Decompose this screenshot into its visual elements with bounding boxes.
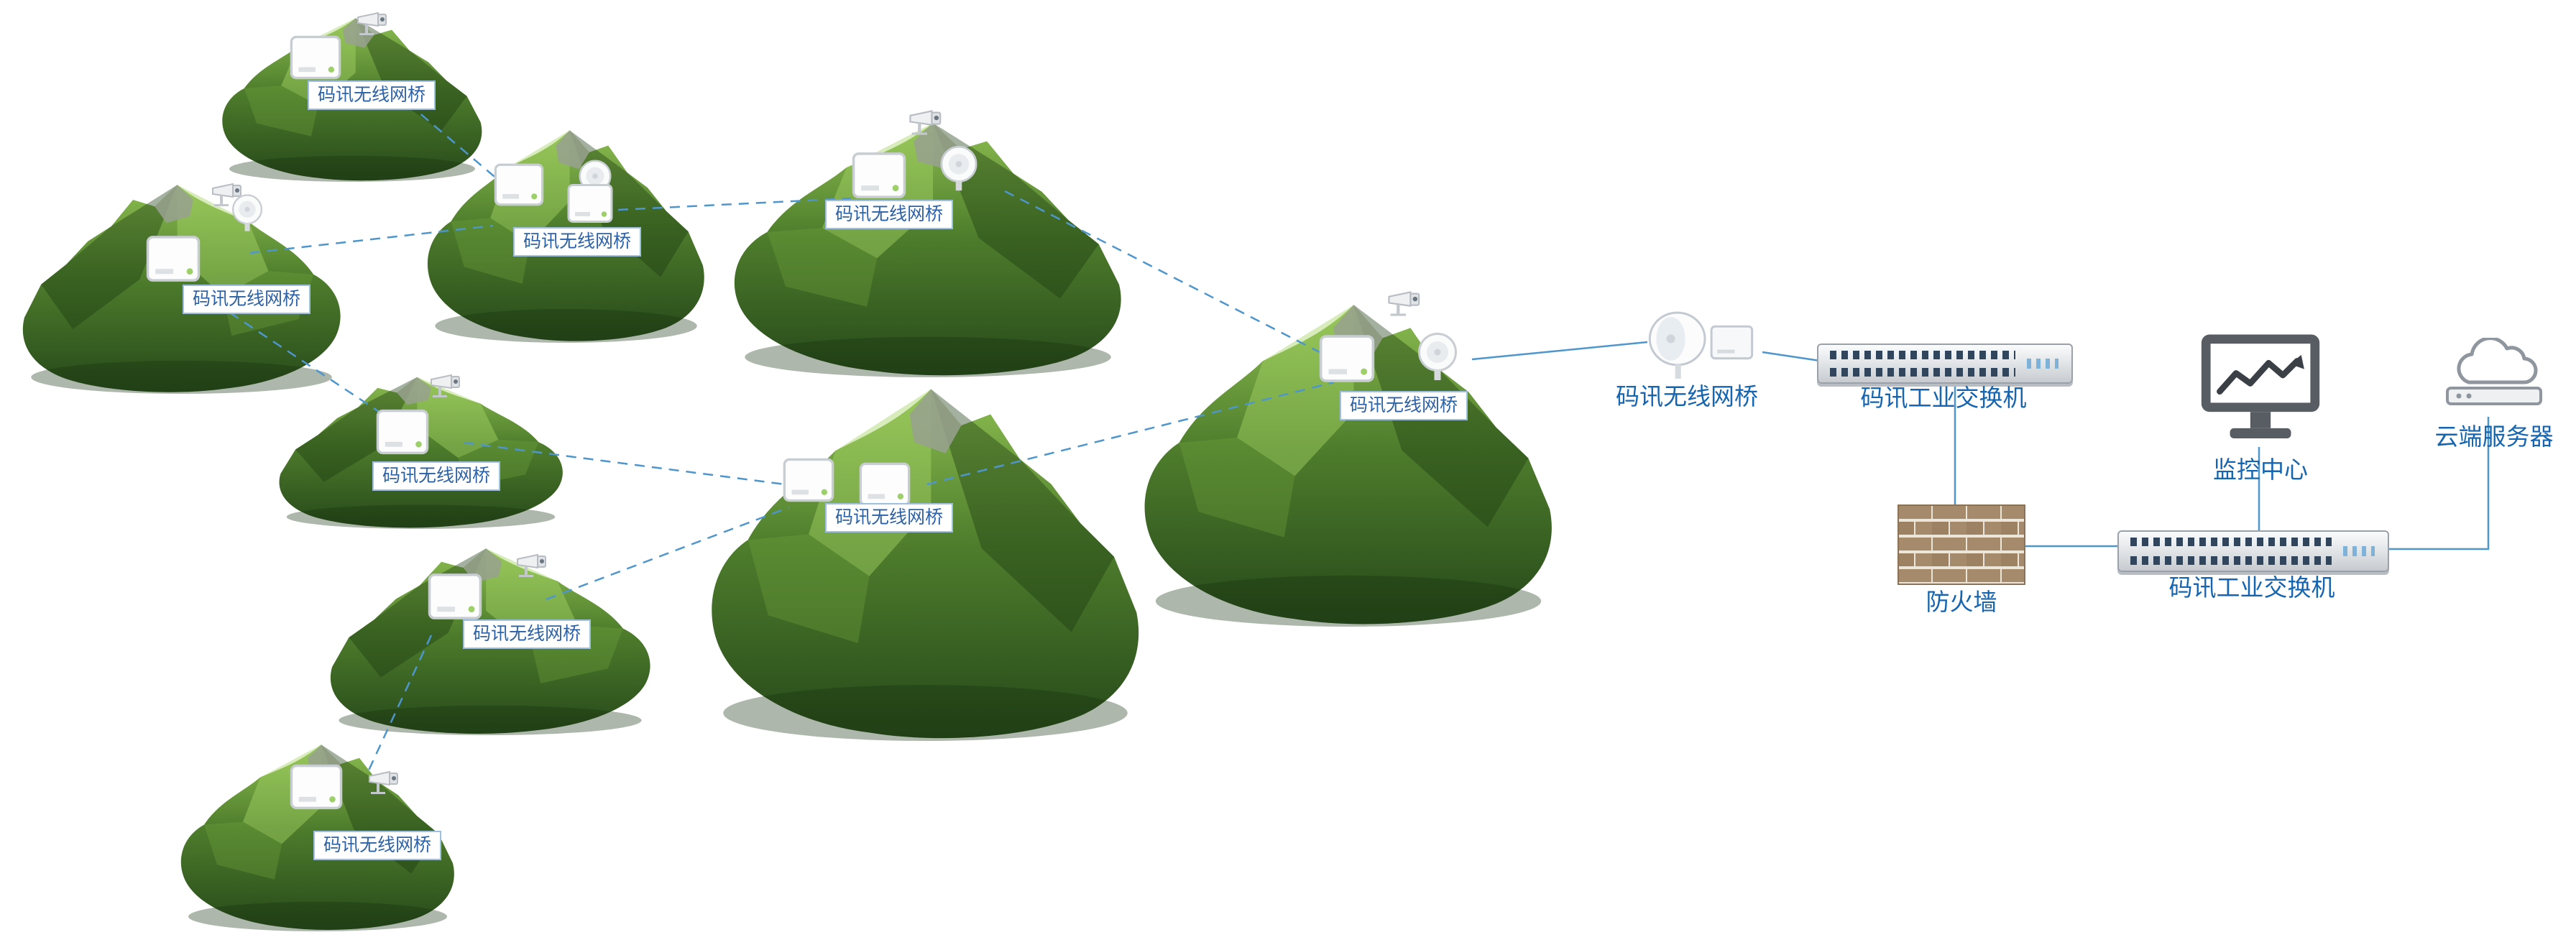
camera-icon [1384,287,1427,320]
firewall-icon [1898,504,2025,585]
dish-antenna-icon [1413,331,1462,382]
industrial-switch-label: 码讯工业交换机 [1860,384,2027,411]
switch-leds [2027,359,2058,369]
camera-icon [354,9,394,39]
bridge-device-icon [289,763,344,811]
wireless-bridge-label: 码讯无线网桥 [513,227,642,257]
wireless-bridge-label: 码讯无线网桥 [313,831,442,860]
industrial-switch-icon [1817,344,2073,384]
switch-ports [2130,556,2332,565]
wireless-bridge-label: 码讯无线网桥 [1340,391,1468,420]
cloud-server-label: 云端服务器 [2434,423,2554,450]
bridge-device-icon [289,34,342,80]
bridge-device-icon [566,183,614,224]
bridge-device-icon [851,151,907,200]
bridge-device-icon [1318,333,1376,384]
industrial-switch-icon [2117,530,2389,572]
wireless-bridge-icon [1648,311,1754,379]
mountain-icon [724,115,1131,377]
camera-icon [365,767,405,798]
bridge-device-icon [427,572,483,621]
bridge-device-icon [493,162,545,207]
wireless-bridge-label: 码讯无线网桥 [825,200,954,229]
bridge-device-icon [145,234,201,283]
wireless-bridge-label: 码讯无线网桥 [183,285,311,314]
wireless-bridge-label: 码讯无线网桥 [825,503,954,533]
wired-link [1762,351,1821,362]
wireless-bridge-label: 码讯无线网桥 [372,461,501,491]
mountain-icon [701,378,1150,741]
wireless-bridge-label: 码讯无线网桥 [1616,383,1758,410]
monitoring-center-label: 监控中心 [2213,456,2308,483]
switch-ports [1830,351,2015,359]
wireless-bridge-label: 码讯无线网桥 [308,80,436,110]
firewall-label: 防火墙 [1926,589,1997,615]
switch-ports [2130,538,2332,546]
industrial-switch-label: 码讯工业交换机 [2168,574,2335,601]
camera-icon [427,371,467,401]
dish-antenna-icon [936,144,982,193]
bridge-device-icon [858,461,911,507]
dish-antenna-icon [229,193,266,233]
wireless-bridge-label: 码讯无线网桥 [463,619,592,649]
monitor-icon [2201,334,2320,438]
switch-leds [2343,546,2375,556]
cloud-server-icon [2446,338,2542,405]
camera-icon [513,550,553,581]
camera-icon [906,106,949,139]
bridge-device-icon [375,408,430,456]
switch-ports [1830,368,2015,377]
bridge-device-icon [782,457,835,503]
